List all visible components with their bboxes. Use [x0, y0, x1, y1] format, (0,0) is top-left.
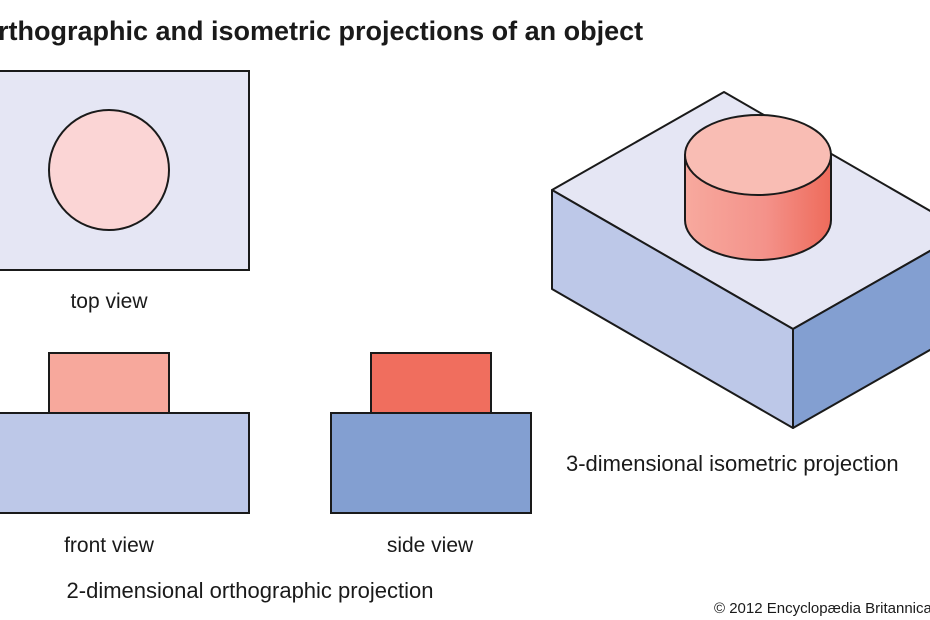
- side-view-label: side view: [387, 534, 474, 557]
- front-view-base: [0, 412, 250, 514]
- diagram-title: Orthographic and isometric projections o…: [0, 16, 643, 46]
- orthographic-caption: 2-dimensional orthographic projection: [67, 578, 434, 603]
- iso-base-side-face: [792, 249, 930, 429]
- isometric-caption: 3-dimensional isometric projection: [566, 451, 899, 476]
- isometric-view: [551, 91, 930, 429]
- top-view-label: top view: [70, 290, 148, 313]
- copyright-credit: © 2012 Encyclopædia Britannica, Inc.: [714, 600, 930, 617]
- top-view-cylinder: [48, 109, 170, 231]
- front-view: [0, 352, 250, 514]
- front-view-label: front view: [64, 534, 155, 557]
- side-view-cylinder: [370, 352, 492, 414]
- front-view-cylinder: [48, 352, 170, 414]
- iso-cylinder-top: [684, 114, 832, 196]
- side-view: [330, 352, 532, 514]
- top-view: [0, 70, 250, 271]
- side-view-base: [330, 412, 532, 514]
